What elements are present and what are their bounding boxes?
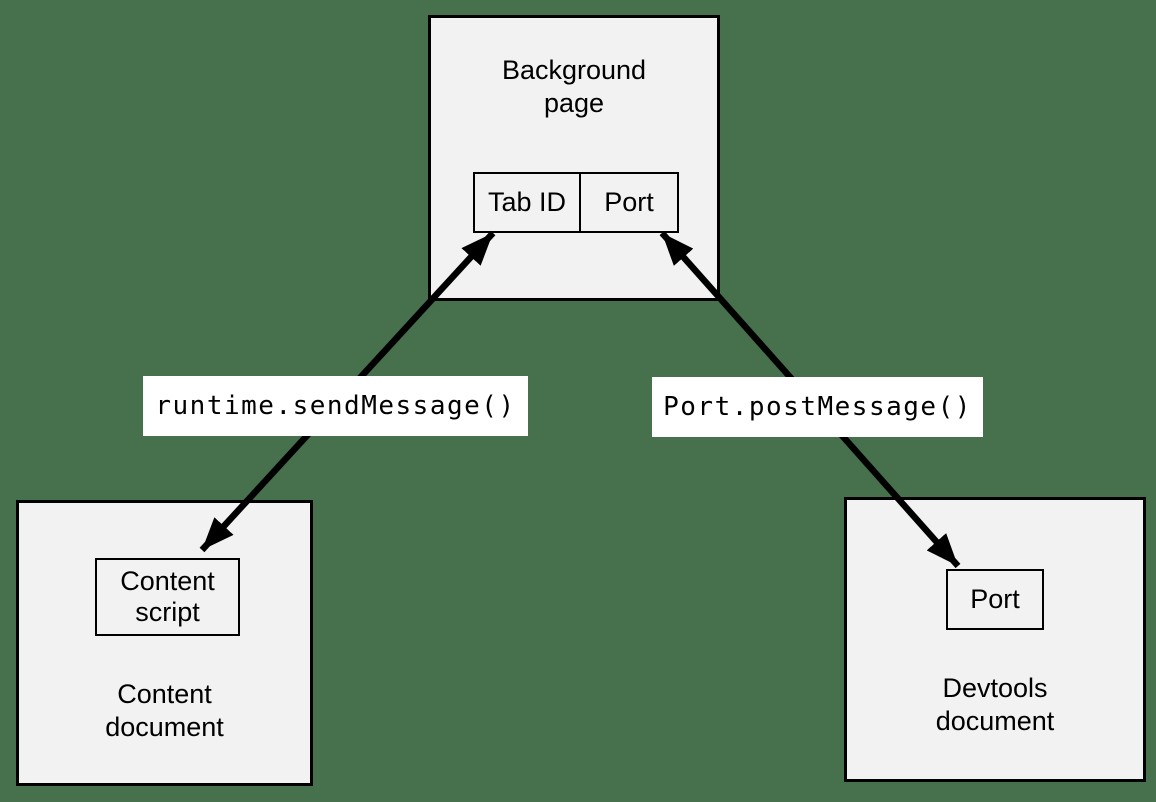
devtools-port-box: Port xyxy=(946,569,1044,630)
tab-id-box: Tab ID xyxy=(473,172,581,233)
content-document-box: Content script Content document xyxy=(16,500,313,786)
background-page-title: Background page xyxy=(501,55,647,118)
content-document-title: Content document xyxy=(105,679,224,742)
tab-id-port-row: Tab ID Port xyxy=(473,172,679,233)
background-page-box: Background page Tab ID Port xyxy=(428,15,720,301)
background-port-box: Port xyxy=(579,172,679,233)
runtime-sendmessage-label: runtime.sendMessage() xyxy=(143,376,528,436)
content-script-box: Content script xyxy=(95,558,240,636)
devtools-document-box: Port Devtools document xyxy=(844,497,1146,782)
devtools-document-title: Devtools document xyxy=(935,673,1055,736)
port-postmessage-label: Port.postMessage() xyxy=(652,377,983,437)
